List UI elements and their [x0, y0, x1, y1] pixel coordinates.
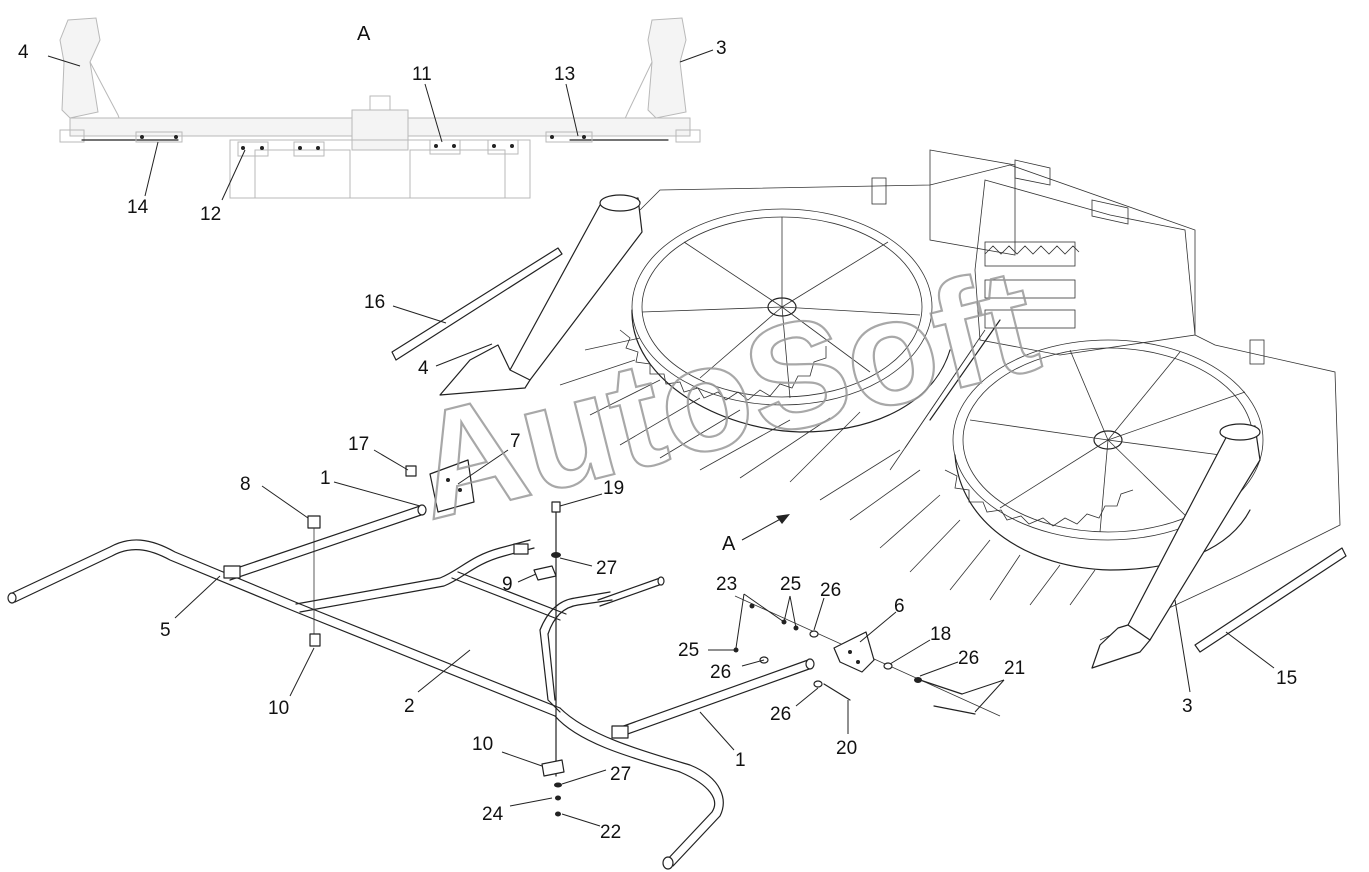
callout-23: 23 — [716, 574, 737, 595]
small-parts — [307, 459, 1001, 817]
callout-27-lower: 27 — [610, 764, 631, 785]
frame-tubes — [7, 504, 815, 870]
callout-12: 12 — [200, 204, 221, 225]
callout-16: 16 — [364, 292, 385, 313]
callout-1-upper: 1 — [320, 468, 331, 489]
skid-15 — [1194, 547, 1347, 653]
callout-15: 15 — [1276, 668, 1297, 689]
watermark: AutoSoft — [397, 235, 1052, 551]
callout-25-upper: 25 — [780, 574, 801, 595]
view-a-inset — [47, 17, 714, 201]
callout-26-mid: 26 — [710, 662, 731, 683]
callout-25-lower: 25 — [678, 640, 699, 661]
callout-13: 13 — [554, 64, 575, 85]
callout-26-lower: 26 — [770, 704, 791, 725]
callout-6: 6 — [894, 596, 905, 617]
callout-20: 20 — [836, 738, 857, 759]
view-a-title: A — [357, 23, 371, 45]
callout-17: 17 — [348, 434, 369, 455]
header-assembly — [439, 149, 1341, 669]
callout-4: 4 — [418, 358, 429, 379]
callout-labels: 4 3 11 13 14 12 16 4 17 7 8 1 19 27 9 5 … — [18, 38, 1297, 843]
callout-8: 8 — [240, 474, 251, 495]
callout-18: 18 — [930, 624, 951, 645]
callout-14: 14 — [127, 197, 149, 218]
skid-16 — [391, 247, 563, 361]
view-arrow-a — [741, 514, 790, 541]
callout-3: 3 — [1182, 696, 1193, 717]
callout-22: 22 — [600, 822, 621, 843]
callout-27-upper: 27 — [596, 558, 617, 579]
callout-21: 21 — [1004, 658, 1025, 679]
callout-24: 24 — [482, 804, 504, 825]
callout-10-lower: 10 — [472, 734, 493, 755]
callout-19: 19 — [603, 478, 624, 499]
callout-1-lower: 1 — [735, 750, 746, 771]
leader-lines — [174, 305, 1275, 827]
callout-11: 11 — [412, 64, 432, 85]
callout-5: 5 — [160, 620, 171, 641]
view-arrow-label: A — [722, 533, 736, 555]
callout-10-left: 10 — [268, 698, 289, 719]
callout-26-upper: 26 — [820, 580, 841, 601]
callout-26-right: 26 — [958, 648, 979, 669]
callout-7: 7 — [510, 431, 521, 452]
callout-3-top: 3 — [716, 38, 727, 59]
callout-9: 9 — [502, 574, 513, 595]
callout-2: 2 — [404, 696, 415, 717]
callout-4-top: 4 — [18, 42, 29, 63]
